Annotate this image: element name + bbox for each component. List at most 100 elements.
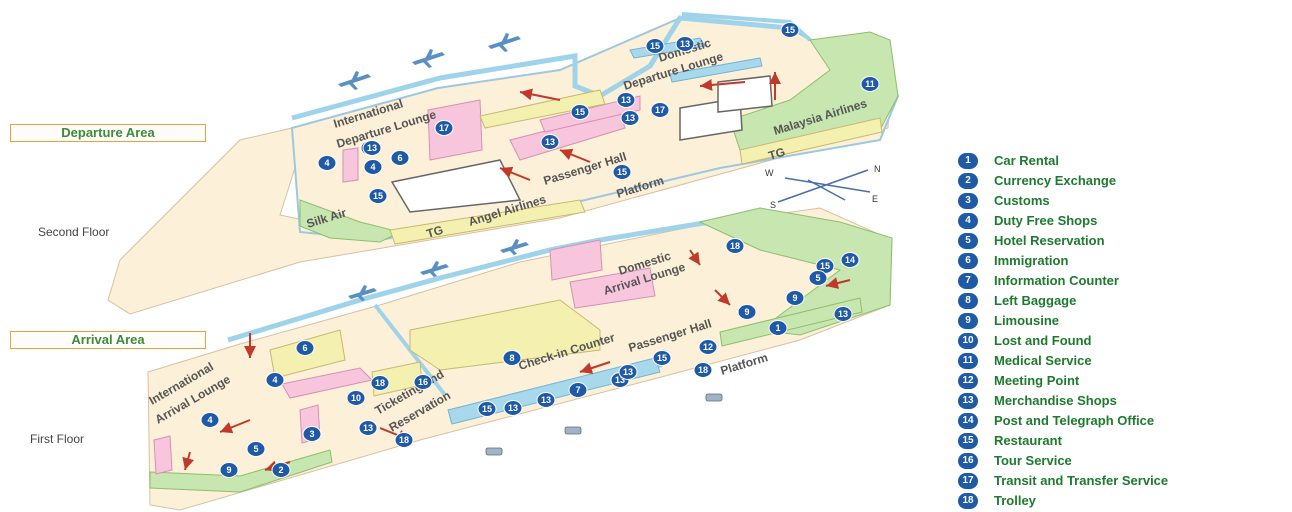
legend-label: Post and Telegraph Office bbox=[994, 413, 1155, 428]
legend-number-badge: 15 bbox=[958, 433, 978, 449]
service-marker-number: 15 bbox=[657, 353, 667, 363]
arrival-area-label: Arrival Area bbox=[10, 331, 206, 349]
departure-outer-wall bbox=[291, 15, 791, 121]
service-marker-5: 5 bbox=[808, 270, 828, 286]
legend-number-badge: 16 bbox=[958, 453, 978, 469]
legend-label: Car Rental bbox=[994, 153, 1060, 168]
service-marker-18: 18 bbox=[693, 362, 713, 378]
service-marker-number: 16 bbox=[418, 377, 428, 387]
service-marker-number: 4 bbox=[324, 158, 329, 168]
legend-label: Hotel Reservation bbox=[994, 233, 1105, 248]
second-floor-plan: N E W S bbox=[107, 12, 900, 315]
legend-label: Tour Service bbox=[994, 453, 1072, 468]
service-marker-number: 18 bbox=[730, 241, 740, 251]
legend-label: Restaurant bbox=[994, 433, 1062, 448]
service-marker-number: 13 bbox=[367, 143, 377, 153]
service-marker-17: 17 bbox=[434, 120, 454, 136]
service-marker-number: 13 bbox=[625, 113, 635, 123]
service-marker-number: 13 bbox=[541, 395, 551, 405]
arrival-left-shop bbox=[153, 435, 173, 475]
service-marker-13: 13 bbox=[616, 92, 636, 108]
service-marker-14: 14 bbox=[840, 252, 860, 268]
first-floor-label: First Floor bbox=[30, 432, 84, 446]
service-marker-4: 4 bbox=[317, 155, 337, 171]
service-marker-number: 15 bbox=[650, 41, 660, 51]
service-marker-number: 7 bbox=[575, 385, 580, 395]
domestic-arrival-shop bbox=[569, 267, 656, 309]
compass-east-label: E bbox=[872, 194, 878, 204]
service-marker-6: 6 bbox=[390, 150, 410, 166]
service-marker-1: 1 bbox=[768, 320, 788, 336]
service-marker-number: 18 bbox=[698, 365, 708, 375]
service-marker-number: 15 bbox=[373, 191, 383, 201]
compass-north-label: N bbox=[874, 164, 881, 174]
service-marker-10: 10 bbox=[346, 390, 366, 406]
service-marker-9: 9 bbox=[219, 462, 239, 478]
service-marker-number: 6 bbox=[397, 153, 402, 163]
service-marker-18: 18 bbox=[370, 375, 390, 391]
airplane-icon bbox=[338, 33, 521, 90]
service-marker-17: 17 bbox=[650, 102, 670, 118]
legend-number-badge: 9 bbox=[958, 313, 978, 329]
legend-number-badge: 10 bbox=[958, 333, 978, 349]
service-marker-number: 13 bbox=[623, 367, 633, 377]
service-marker-number: 15 bbox=[617, 167, 627, 177]
departure-flow-arrows bbox=[499, 72, 781, 181]
service-marker-number: 13 bbox=[363, 423, 373, 433]
service-marker-15: 15 bbox=[570, 104, 590, 120]
legend-label: Left Baggage bbox=[994, 293, 1077, 308]
angel-airlines-counters bbox=[389, 199, 586, 245]
service-marker-6: 6 bbox=[295, 340, 315, 356]
service-marker-number: 2 bbox=[278, 465, 283, 475]
check-in-counters bbox=[409, 299, 601, 371]
legend-label: Lost and Found bbox=[994, 333, 1092, 348]
service-marker-13: 13 bbox=[362, 140, 382, 156]
service-marker-13: 13 bbox=[358, 420, 378, 436]
service-marker-5: 5 bbox=[246, 441, 266, 457]
legend-number-badge: 2 bbox=[958, 173, 978, 189]
tg-counters-right bbox=[739, 117, 883, 165]
service-marker-15: 15 bbox=[645, 38, 665, 54]
service-marker-2: 2 bbox=[271, 462, 291, 478]
service-marker-15: 15 bbox=[652, 350, 672, 366]
legend-number-badge: 7 bbox=[958, 273, 978, 289]
service-marker-number: 10 bbox=[351, 393, 361, 403]
legend-number-badge: 12 bbox=[958, 373, 978, 389]
legend-label: Duty Free Shops bbox=[994, 213, 1098, 228]
service-marker-15: 15 bbox=[780, 22, 800, 38]
service-marker-16: 16 bbox=[413, 374, 433, 390]
service-marker-4: 4 bbox=[363, 159, 383, 175]
arrival-left-green-zone bbox=[149, 449, 333, 493]
service-marker-11: 11 bbox=[860, 76, 880, 92]
service-marker-number: 1 bbox=[775, 323, 780, 333]
silk-air-zone bbox=[299, 199, 402, 243]
airport-floor-map: N E W S bbox=[107, 12, 900, 511]
legend-label: Immigration bbox=[994, 253, 1069, 268]
car-icon bbox=[485, 393, 723, 456]
service-marker-8: 8 bbox=[502, 350, 522, 366]
service-marker-number: 13 bbox=[838, 309, 848, 319]
service-marker-number: 6 bbox=[302, 343, 307, 353]
service-marker-15: 15 bbox=[477, 401, 497, 417]
legend-number-badge: 13 bbox=[958, 393, 978, 409]
departure-central-block bbox=[390, 159, 522, 213]
service-marker-number: 9 bbox=[226, 465, 231, 475]
service-marker-number: 15 bbox=[820, 261, 830, 271]
legend-number-badge: 11 bbox=[958, 353, 978, 369]
service-marker-number: 15 bbox=[785, 25, 795, 35]
service-marker-number: 9 bbox=[744, 307, 749, 317]
service-marker-number: 13 bbox=[680, 39, 690, 49]
service-marker-number: 13 bbox=[545, 137, 555, 147]
legend-number-badge: 14 bbox=[958, 413, 978, 429]
legend-label: Customs bbox=[994, 193, 1050, 208]
service-marker-number: 9 bbox=[792, 293, 797, 303]
legend-number-badge: 5 bbox=[958, 233, 978, 249]
service-marker-number: 18 bbox=[399, 435, 409, 445]
service-marker-18: 18 bbox=[394, 432, 414, 448]
arrival-outer-wall bbox=[227, 219, 711, 343]
legend-label: Currency Exchange bbox=[994, 173, 1117, 188]
legend-number-badge: 3 bbox=[958, 193, 978, 209]
service-marker-4: 4 bbox=[200, 412, 220, 428]
compass-icon bbox=[777, 169, 871, 203]
